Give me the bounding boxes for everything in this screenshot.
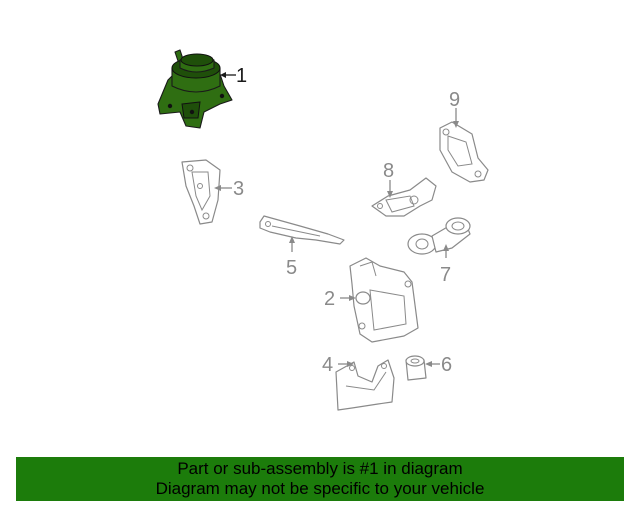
banner-line-1: Part or sub-assembly is #1 in diagram: [177, 459, 463, 478]
banner-line-2: Diagram may not be specific to your vehi…: [155, 479, 485, 498]
callout-3: 3: [233, 178, 244, 200]
callout-5: 5: [286, 257, 297, 279]
callout-9: 9: [449, 89, 460, 111]
callout-4: 4: [322, 354, 333, 376]
part-1-engine-mount[interactable]: [157, 49, 233, 129]
part-3-bracket[interactable]: [181, 159, 221, 225]
part-2-transmission-mount[interactable]: [349, 257, 419, 343]
caption-banner: Part or sub-assembly is #1 in diagram Di…: [16, 457, 624, 501]
part-7-torque-rod[interactable]: [407, 217, 471, 255]
callout-1: 1: [236, 65, 247, 87]
callout-2: 2: [324, 288, 335, 310]
callout-7: 7: [440, 264, 451, 286]
part-8-bracket[interactable]: [371, 177, 437, 217]
part-4-bracket[interactable]: [335, 359, 395, 411]
part-5-bracket[interactable]: [259, 215, 345, 245]
part-9-bracket[interactable]: [439, 121, 489, 183]
part-6-bushing[interactable]: [405, 355, 427, 381]
callout-8: 8: [383, 160, 394, 182]
parts-diagram: 1 9 3 8 5: [157, 49, 489, 411]
callout-6: 6: [441, 354, 452, 376]
